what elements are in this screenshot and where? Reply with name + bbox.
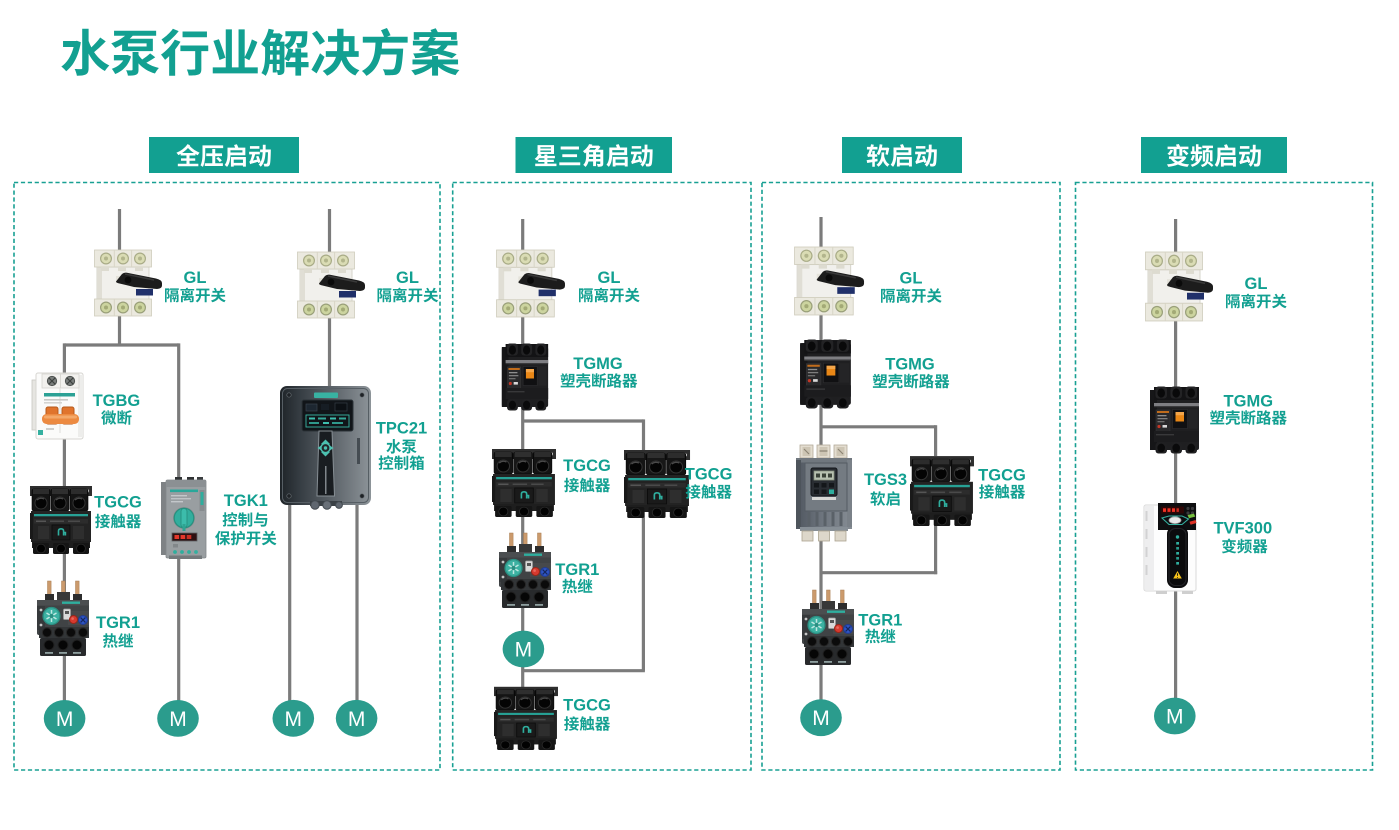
svg-text:TGMG: TGMG: [1224, 392, 1274, 410]
svg-text:M: M: [1166, 706, 1184, 729]
svg-text:TGR1: TGR1: [858, 611, 902, 629]
svg-text:GL: GL: [1245, 275, 1268, 293]
svg-text:GL: GL: [396, 269, 419, 287]
svg-text:M: M: [169, 708, 187, 731]
svg-text:TGCG: TGCG: [94, 493, 142, 511]
svg-text:TGBG: TGBG: [93, 392, 141, 410]
svg-text:TGMG: TGMG: [573, 355, 623, 373]
svg-text:TVF300: TVF300: [1213, 519, 1272, 537]
svg-text:M: M: [348, 708, 366, 731]
svg-text:TGMG: TGMG: [885, 355, 935, 373]
svg-text:TGCG: TGCG: [563, 457, 611, 475]
svg-text:M: M: [812, 707, 830, 730]
svg-text:TGR1: TGR1: [555, 561, 599, 579]
svg-text:M: M: [56, 708, 74, 731]
svg-text:GL: GL: [598, 269, 621, 287]
svg-text:GL: GL: [900, 269, 923, 287]
svg-text:GL: GL: [184, 269, 207, 287]
svg-text:TGCG: TGCG: [563, 696, 611, 714]
svg-text:TGS3: TGS3: [864, 471, 907, 489]
svg-text:M: M: [515, 639, 533, 662]
svg-text:TGR1: TGR1: [96, 614, 140, 632]
svg-text:TPC21: TPC21: [376, 419, 427, 437]
svg-text:M: M: [285, 708, 303, 731]
svg-text:TGCG: TGCG: [978, 466, 1026, 484]
svg-text:TGK1: TGK1: [224, 492, 268, 510]
svg-text:TGCG: TGCG: [685, 465, 733, 483]
